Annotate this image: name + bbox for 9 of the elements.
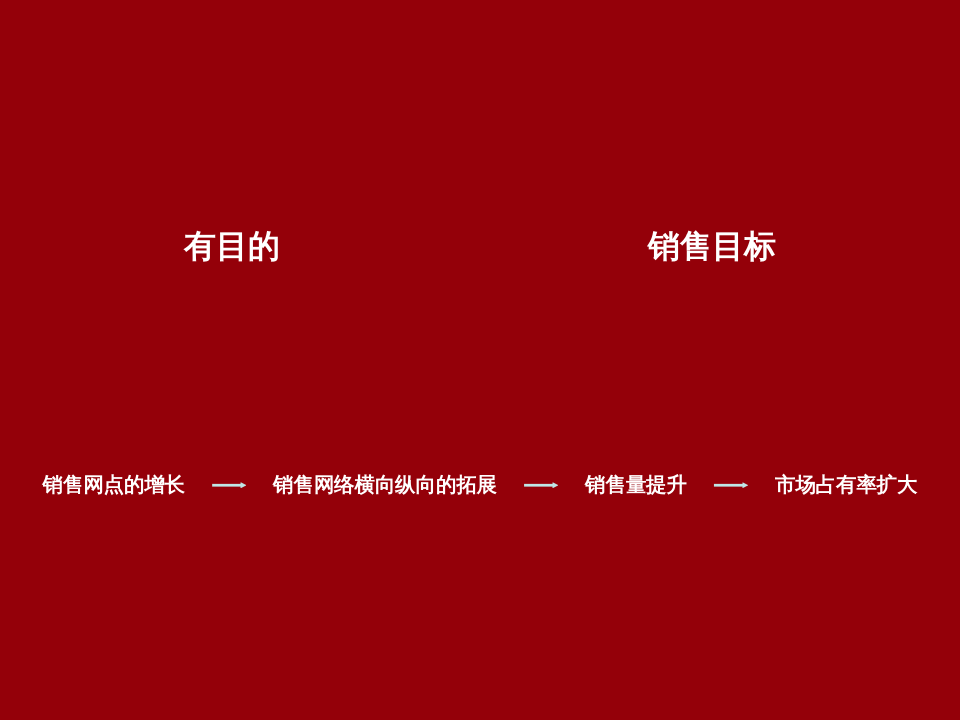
node-text: 市场占有率扩大	[774, 473, 918, 497]
slide-heading: 销售目标	[648, 226, 776, 267]
arrow	[524, 482, 558, 488]
arrow	[714, 482, 748, 488]
slide-heading: 有目的	[184, 226, 280, 267]
arrow	[212, 482, 246, 488]
node-text: 销售网点的增长	[42, 473, 186, 497]
node-text: 销售量提升	[585, 473, 687, 497]
node-text: 销售网络横向纵向的拓展	[273, 473, 497, 497]
